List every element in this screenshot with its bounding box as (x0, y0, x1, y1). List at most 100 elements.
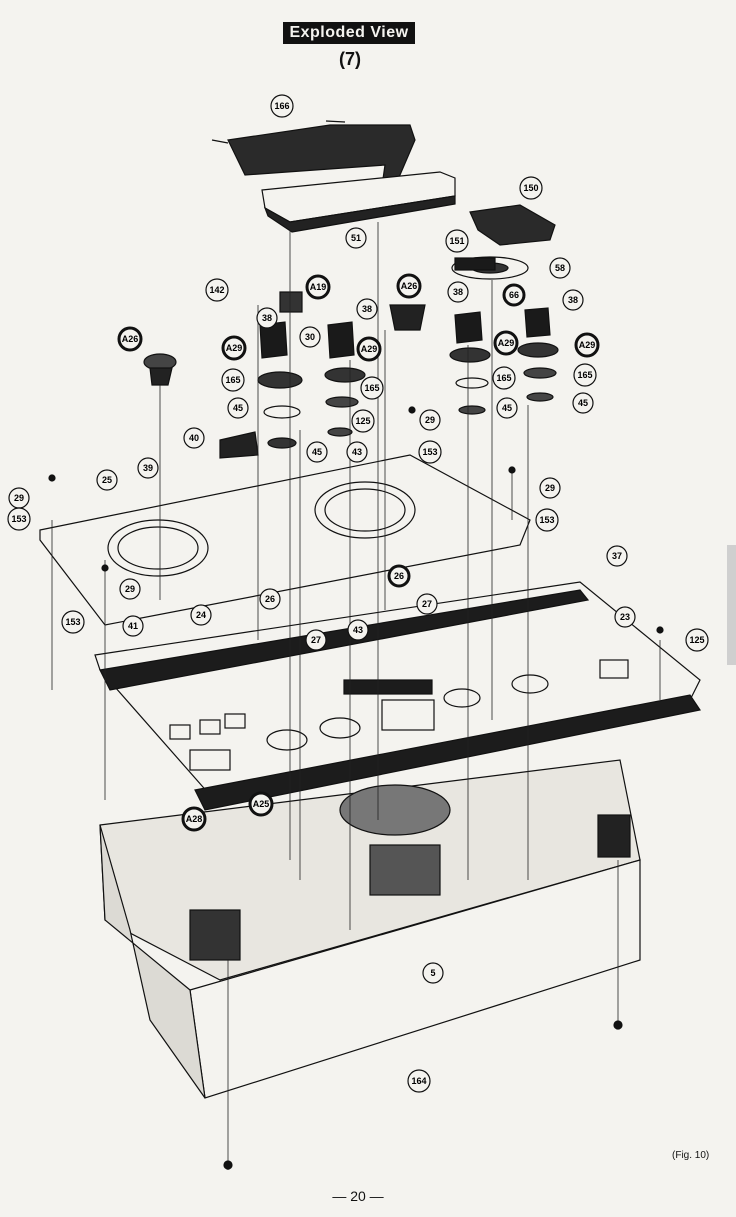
callout-label: 125 (355, 416, 370, 426)
callout-A29d: A29 (574, 332, 600, 358)
callout-27a: 27 (416, 593, 438, 615)
figure-label: (Fig. 10) (672, 1150, 710, 1161)
callout-label: 165 (496, 373, 511, 383)
callout-circle (96, 469, 118, 491)
callout-125a: 125 (351, 409, 375, 433)
callout-label: 37 (612, 551, 622, 561)
callout-label: 29 (425, 415, 435, 425)
callout-circle (562, 289, 584, 311)
callout-label: 29 (125, 584, 135, 594)
callout-circle (117, 326, 143, 352)
callout-circle (305, 629, 327, 651)
callout-43b: 43 (347, 619, 369, 641)
callout-circle (519, 176, 543, 200)
callout-label: 30 (305, 332, 315, 342)
callout-circle (502, 283, 526, 307)
callout-label: 5 (430, 968, 435, 978)
callout-circle (407, 1069, 431, 1093)
callout-label: 165 (364, 383, 379, 393)
page-number: — 20 — (332, 1188, 384, 1204)
callout-label: A19 (310, 282, 327, 292)
callout-label: 45 (233, 403, 243, 413)
callout-circle (119, 578, 141, 600)
washer-group (263, 367, 557, 449)
callout-label: 66 (509, 290, 519, 300)
callout-A29a: A29 (221, 335, 247, 361)
callout-26a: 26 (387, 564, 411, 588)
callout-label: A26 (401, 281, 418, 291)
callout-circle (345, 227, 367, 249)
callout-label: 45 (502, 403, 512, 413)
callout-label: 38 (453, 287, 463, 297)
top-plate (39, 454, 531, 626)
callout-label: 24 (196, 610, 206, 620)
callout-label: A25 (253, 799, 270, 809)
callout-153d: 153 (535, 508, 559, 532)
panel-knobs (266, 674, 549, 751)
callout-label: 43 (352, 447, 362, 457)
callout-A29c: A29 (493, 330, 519, 356)
callout-38a: 38 (256, 307, 278, 329)
callout-circle (221, 368, 245, 392)
callout-circle (418, 440, 442, 464)
callout-label: 27 (422, 599, 432, 609)
callout-circle (387, 564, 411, 588)
callout-5: 5 (422, 962, 444, 984)
callout-circle (445, 229, 469, 253)
callout-circle (181, 806, 207, 832)
callout-label: 26 (394, 571, 404, 581)
callout-label: A29 (226, 343, 243, 353)
callout-label: 38 (362, 304, 372, 314)
callout-circle (535, 508, 559, 532)
callout-label: 39 (143, 463, 153, 473)
callout-label: 45 (312, 447, 322, 457)
callout-29d: 29 (539, 477, 561, 499)
callout-circle (190, 604, 212, 626)
callout-label: 45 (578, 398, 588, 408)
callout-165c: 165 (492, 366, 516, 390)
callout-37: 37 (606, 545, 628, 567)
callout-29a: 29 (419, 409, 441, 431)
callout-circle (306, 441, 328, 463)
callout-label: 164 (411, 1076, 426, 1086)
callout-41: 41 (122, 615, 144, 637)
callout-165b: 165 (360, 376, 384, 400)
knob-group (259, 307, 551, 359)
callout-circle (305, 274, 331, 300)
callout-circle (61, 610, 85, 634)
callout-circle (183, 427, 205, 449)
callout-25: 25 (96, 469, 118, 491)
callout-26b: 26 (259, 588, 281, 610)
callout-circle (685, 628, 709, 652)
callout-circle (356, 336, 382, 362)
callout-23: 23 (614, 606, 636, 628)
callout-label: 165 (577, 370, 592, 380)
callout-A28: A28 (181, 806, 207, 832)
callout-circle (356, 298, 378, 320)
callout-label: 125 (689, 635, 704, 645)
callout-label: 38 (568, 295, 578, 305)
callout-label: 29 (545, 483, 555, 493)
callout-label: 41 (128, 621, 138, 631)
callout-circle (259, 588, 281, 610)
callout-A19: A19 (305, 274, 331, 300)
callout-label: 153 (422, 447, 437, 457)
callout-label: A28 (186, 814, 203, 824)
callout-circle (416, 593, 438, 615)
callout-circle (574, 332, 600, 358)
callout-circle (137, 457, 159, 479)
callout-circle (614, 606, 636, 628)
callout-58: 58 (549, 257, 571, 279)
bracket-part (469, 204, 556, 246)
view-number: (7) (339, 49, 361, 69)
callout-circle (419, 409, 441, 431)
callout-66: 66 (502, 283, 526, 307)
callout-153b: 153 (7, 507, 31, 531)
callout-label: A29 (361, 344, 378, 354)
callout-circle (447, 281, 469, 303)
callout-circle (572, 392, 594, 414)
callout-label: 27 (311, 635, 321, 645)
callout-45a: 45 (227, 397, 249, 419)
